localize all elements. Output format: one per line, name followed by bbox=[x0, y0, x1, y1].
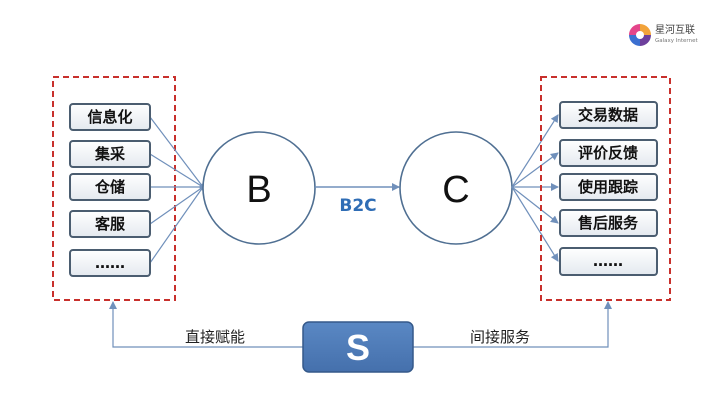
right-item-5: …… bbox=[559, 247, 658, 276]
right-path-label: 间接服务 bbox=[470, 328, 530, 346]
node-c-label: C bbox=[442, 169, 469, 211]
right-item-label: 使用跟踪 bbox=[577, 178, 638, 196]
right-item-label: …… bbox=[593, 252, 623, 270]
left-item-3: 仓储 bbox=[69, 173, 151, 201]
s-to-right-connector bbox=[413, 301, 612, 348]
connector-line-left-4 bbox=[149, 186, 204, 225]
right-item-1: 交易数据 bbox=[559, 101, 658, 129]
node-c: C bbox=[399, 131, 513, 245]
connector-line-right-4 bbox=[511, 186, 559, 224]
logo-name-cn: 星河互联 bbox=[655, 24, 695, 36]
left-item-label: 客服 bbox=[94, 215, 126, 233]
right-item-2: 评价反馈 bbox=[559, 139, 658, 167]
edge-label-b2c: B2C bbox=[339, 196, 376, 216]
connector-line-left-1 bbox=[149, 116, 204, 188]
connector-line-left-2 bbox=[149, 153, 204, 188]
left-item-2: 集采 bbox=[69, 140, 151, 168]
right-item-4: 售后服务 bbox=[559, 209, 658, 237]
left-item-5: …… bbox=[69, 249, 151, 277]
node-b: B bbox=[202, 131, 316, 245]
right-item-label: 评价反馈 bbox=[578, 144, 638, 162]
right-item-label: 售后服务 bbox=[578, 214, 639, 232]
left-path-label: 直接赋能 bbox=[185, 328, 245, 346]
left-item-label: 集采 bbox=[94, 145, 126, 163]
left-item-label: 信息化 bbox=[87, 108, 132, 126]
connector-line-right-1 bbox=[511, 114, 559, 188]
right-dashed-group bbox=[540, 76, 671, 301]
node-b-label: B bbox=[246, 169, 271, 211]
right-item-3: 使用跟踪 bbox=[559, 173, 658, 201]
galaxy-logo: 星河互联 Galaxy Internet bbox=[629, 24, 698, 46]
node-s: S bbox=[302, 321, 414, 373]
left-dashed-group bbox=[52, 76, 176, 301]
right-connectors bbox=[511, 114, 559, 262]
connector-line-right-5 bbox=[511, 186, 559, 262]
logo-name-en: Galaxy Internet bbox=[655, 38, 698, 44]
galaxy-logo-icon bbox=[629, 24, 651, 46]
left-item-label: …… bbox=[95, 254, 125, 272]
node-s-label: S bbox=[346, 327, 370, 368]
left-item-label: 仓储 bbox=[94, 178, 125, 196]
s-to-left-connector bbox=[109, 301, 303, 348]
left-item-1: 信息化 bbox=[69, 103, 151, 131]
left-connectors bbox=[149, 116, 204, 264]
left-item-4: 客服 bbox=[69, 210, 151, 238]
connector-line-left-5 bbox=[149, 186, 204, 264]
right-item-label: 交易数据 bbox=[578, 106, 638, 124]
connector-line-right-2 bbox=[511, 152, 559, 188]
